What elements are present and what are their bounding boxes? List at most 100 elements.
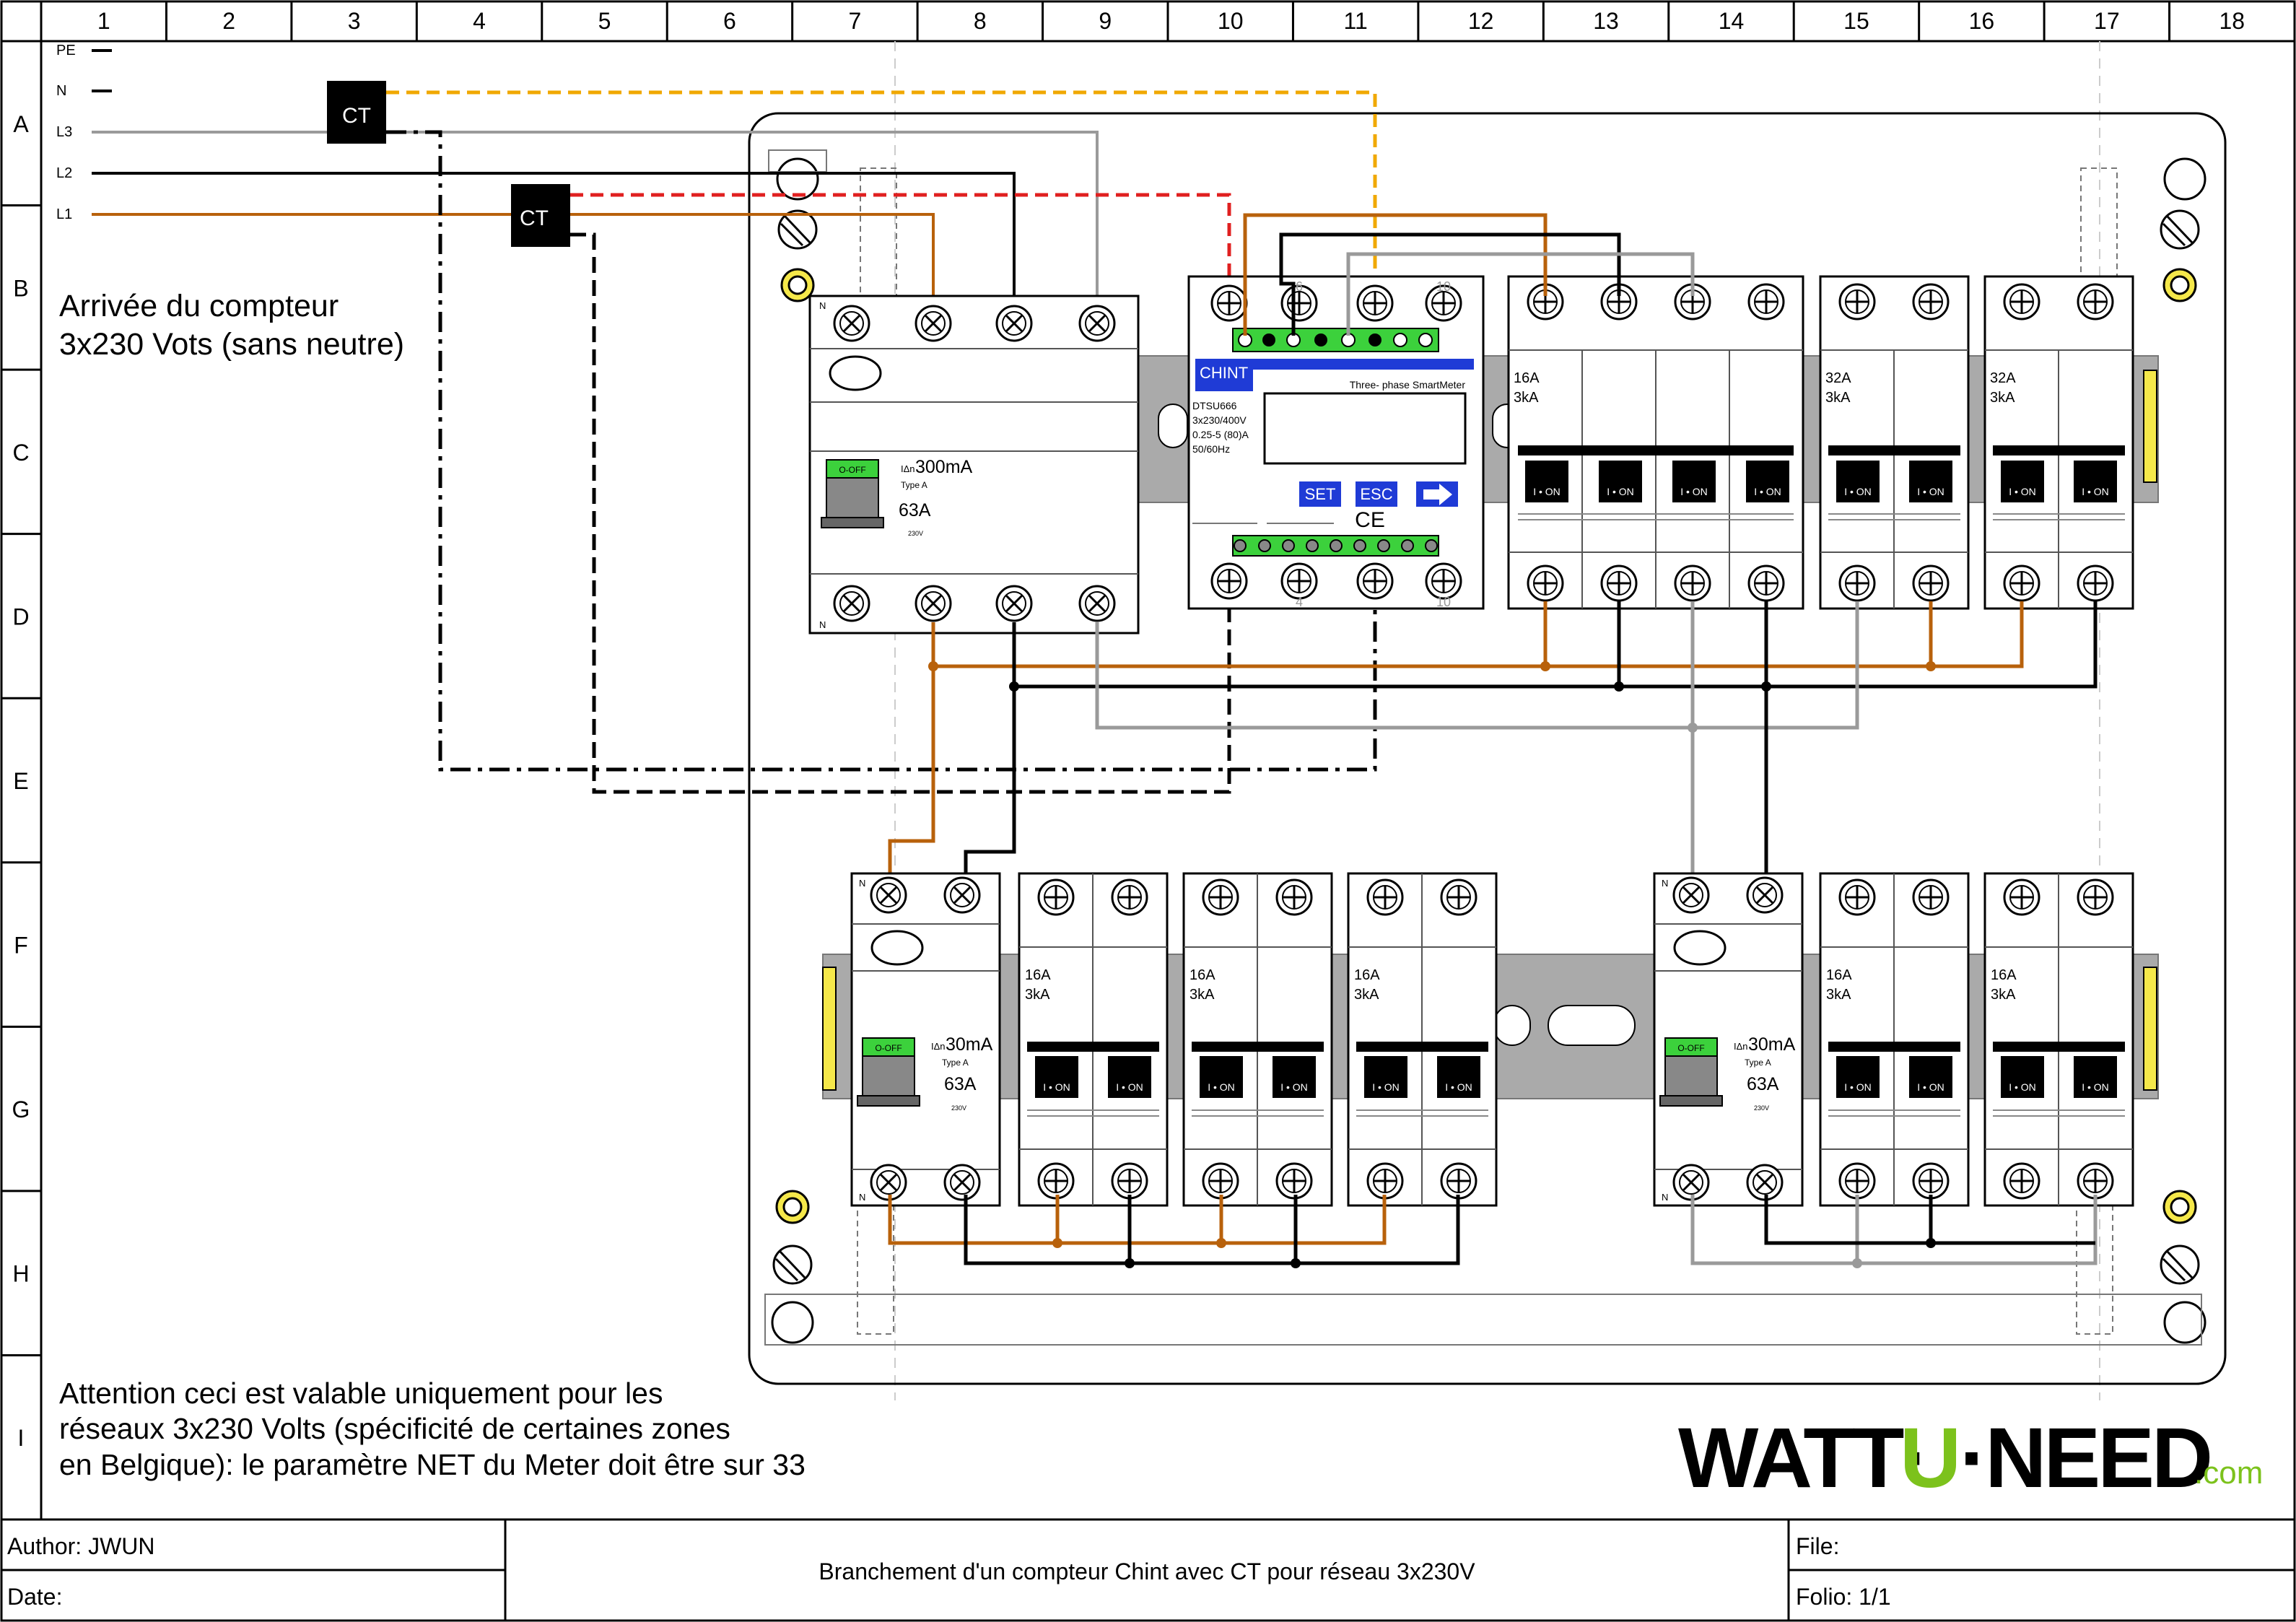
- row-label: A: [13, 111, 29, 137]
- breaker-on-label: I • ON: [1280, 1081, 1308, 1093]
- file-field: File:: [1796, 1533, 1839, 1559]
- arrival-note-line1: Arrivée du compteur: [59, 289, 339, 323]
- line-label-l3: L3: [56, 124, 72, 140]
- logo-part2: U: [1900, 1410, 1961, 1506]
- column-label: 2: [222, 8, 235, 34]
- rcd-sensitivity: 30mA: [946, 1034, 993, 1055]
- column-label: 3: [348, 8, 361, 34]
- line-label-l1: L1: [56, 206, 72, 222]
- meter-next-button[interactable]: [1416, 481, 1458, 507]
- breaker-on-label: I • ON: [1607, 486, 1634, 497]
- row-label: C: [12, 440, 29, 466]
- arrow-right-icon: [1423, 484, 1452, 505]
- rcd-sensitivity-prefix: IΔn: [931, 1041, 946, 1052]
- rcd-rating: 63A: [1747, 1074, 1779, 1094]
- rcd-sensitivity-prefix: IΔn: [1734, 1041, 1748, 1052]
- breaker-on-label: I • ON: [1680, 486, 1708, 497]
- column-label: 10: [1218, 8, 1244, 34]
- rcd-voltage: 230V: [1754, 1104, 1769, 1112]
- column-label: 11: [1344, 8, 1368, 34]
- column-label: 15: [1843, 8, 1869, 34]
- title-block: Author: JWUN Date: Branchement d'un comp…: [1, 1519, 2295, 1621]
- meter-voltage: 3x230/400V: [1192, 414, 1247, 426]
- line-label-n: N: [56, 83, 66, 99]
- column-label: 14: [1719, 8, 1745, 34]
- breaker-on-label: I • ON: [2009, 1081, 2036, 1093]
- breaker-capacity: 3kA: [1025, 987, 1050, 1003]
- meter-set-button[interactable]: SET: [1299, 481, 1341, 507]
- meter-esc-label: ESC: [1360, 485, 1392, 503]
- column-label: 1: [97, 8, 110, 34]
- breaker-capacity: 3kA: [1354, 987, 1379, 1003]
- logo-part1: WATT·: [1678, 1410, 1927, 1506]
- meter-model: DTSU666: [1192, 400, 1237, 411]
- row-label: H: [12, 1261, 29, 1287]
- rcd-rating: 63A: [899, 500, 931, 520]
- meter-current: 0.25-5 (80)A: [1192, 429, 1249, 440]
- column-label: 8: [974, 8, 987, 34]
- breaker-on-label: I • ON: [1208, 1081, 1235, 1093]
- breaker-capacity: 3kA: [1826, 987, 1851, 1003]
- breaker-on-label: I • ON: [1116, 1081, 1143, 1093]
- rcd-sensitivity: 30mA: [1748, 1034, 1796, 1055]
- breaker-on-label: I • ON: [1917, 486, 1944, 497]
- warning-note: Attention ceci est valable uniquement po…: [59, 1377, 806, 1481]
- breaker-32a-2p-a: I • ON I • ON 32A 3kA: [1819, 275, 1970, 610]
- breaker-on-label: I • ON: [1445, 1081, 1472, 1093]
- ct-label: CT: [342, 104, 371, 128]
- breaker-rating: 16A: [1826, 967, 1852, 983]
- terminal-number: 10: [1436, 279, 1451, 294]
- row-label: G: [12, 1096, 30, 1122]
- breaker-on-label: I • ON: [2009, 486, 2036, 497]
- line-label-pe: PE: [56, 43, 76, 58]
- breaker-on-label: I • ON: [1844, 486, 1872, 497]
- breaker-on-label: I • ON: [1043, 1081, 1070, 1093]
- breaker-rating: 32A: [1990, 370, 2016, 386]
- logo-part3: ·NEED: [1960, 1410, 2210, 1506]
- meter-esc-button[interactable]: ESC: [1356, 481, 1397, 507]
- author-field: Author: JWUN: [7, 1533, 154, 1559]
- warning-note-line1: Attention ceci est valable uniquement po…: [59, 1377, 663, 1410]
- row-label: B: [13, 275, 28, 301]
- breaker-on-label: I • ON: [1372, 1081, 1400, 1093]
- terminal-number: 10: [1436, 595, 1451, 609]
- neutral-mark: N: [819, 300, 826, 311]
- column-label: 12: [1468, 8, 1494, 34]
- rcd-rating: 63A: [944, 1074, 977, 1094]
- rcd-off-label: O-OFF: [1677, 1043, 1704, 1053]
- breaker-capacity: 3kA: [1190, 987, 1215, 1003]
- ce-mark: CE: [1355, 508, 1385, 532]
- watt-u-need-logo: WATT· U ·NEED .com: [1678, 1410, 2263, 1506]
- breaker-rating: 16A: [1025, 967, 1051, 983]
- meter-subtitle: Three- phase SmartMeter: [1350, 379, 1466, 391]
- line-label-l2: L2: [56, 165, 72, 181]
- drawing-title: Branchement d'un compteur Chint avec CT …: [819, 1558, 1475, 1584]
- junction-dots: [928, 661, 1936, 733]
- neutral-mark: N: [859, 878, 865, 889]
- row-label: D: [12, 603, 29, 629]
- row-label: E: [13, 768, 28, 794]
- column-label: 16: [1969, 8, 1995, 34]
- breaker-on-label: I • ON: [1917, 1081, 1944, 1093]
- breaker-32a-2p-b: I • ON I • ON 32A 3kA: [1983, 275, 2134, 610]
- ct-sensor-l3: CT: [327, 81, 386, 144]
- meter-set-label: SET: [1305, 485, 1336, 503]
- neutral-mark: N: [1662, 1192, 1668, 1203]
- bottom-wiring: [888, 1195, 2098, 1265]
- rcd-type: Type A: [901, 480, 927, 490]
- enclosure-fixings: [764, 149, 2206, 1346]
- neutral-mark: N: [1662, 878, 1668, 889]
- column-label: 18: [2219, 8, 2245, 34]
- column-label: 17: [2094, 8, 2120, 34]
- enclosure: [748, 112, 2227, 1385]
- breaker-on-label: I • ON: [1754, 486, 1781, 497]
- junction-dots-bottom: [1052, 1238, 1936, 1268]
- neutral-mark: N: [859, 1192, 865, 1203]
- breaker-on-label: I • ON: [1844, 1081, 1872, 1093]
- top-wiring: [888, 213, 2098, 895]
